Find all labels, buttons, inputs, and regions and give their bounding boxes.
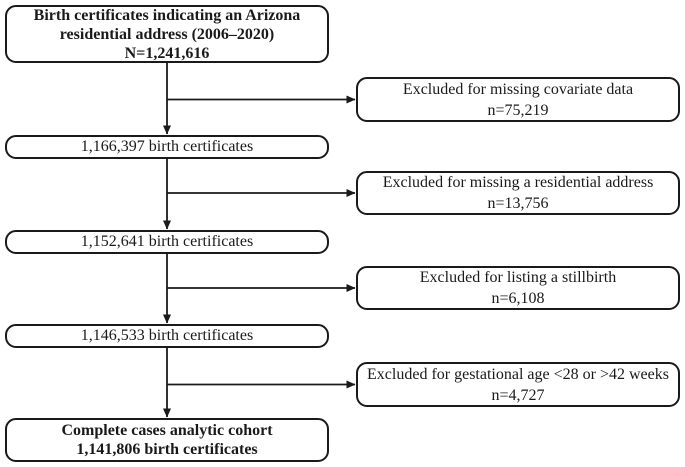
flow-box-exclusion-address: Excluded for missing a residential addre… (356, 171, 680, 215)
exclusion-reason: Excluded for gestational age <28 or >42 … (367, 365, 669, 383)
exclusion-count: n=4,727 (491, 386, 545, 404)
exclusion-count: n=75,219 (487, 101, 549, 119)
exclusion-reason: Excluded for missing a residential addre… (382, 174, 654, 191)
step-label: 1,146,533 birth certificates (80, 327, 254, 344)
exclusion-reason: Excluded for listing a stillbirth (419, 269, 617, 286)
source-line-1: Birth certificates indicating an Arizona (33, 6, 301, 24)
exclusion-reason: Excluded for missing covariate data (402, 80, 634, 98)
flow-box-exclusion-covariate: Excluded for missing covariate data n=75… (356, 77, 680, 122)
flow-box-step-1: 1,166,397 birth certificates (5, 135, 329, 159)
exclusion-count: n=13,756 (487, 195, 549, 212)
final-line-2: 1,141,806 birth certificates (76, 441, 258, 458)
source-line-3: N=1,241,616 (124, 44, 210, 62)
flow-box-final-cohort: Complete cases analytic cohort 1,141,806… (5, 418, 329, 462)
flow-box-exclusion-stillbirth: Excluded for listing a stillbirth n=6,10… (356, 266, 680, 310)
flow-box-step-2: 1,152,641 birth certificates (5, 230, 329, 254)
flow-box-source-cohort: Birth certificates indicating an Arizona… (5, 5, 329, 63)
exclusion-count: n=6,108 (491, 290, 545, 307)
source-line-2: residential address (2006–2020) (59, 25, 275, 43)
flow-box-exclusion-gestational-age: Excluded for gestational age <28 or >42 … (356, 362, 680, 407)
flow-box-step-3: 1,146,533 birth certificates (5, 324, 329, 348)
final-line-1: Complete cases analytic cohort (61, 422, 273, 439)
step-label: 1,152,641 birth certificates (80, 233, 254, 250)
step-label: 1,166,397 birth certificates (80, 138, 254, 155)
